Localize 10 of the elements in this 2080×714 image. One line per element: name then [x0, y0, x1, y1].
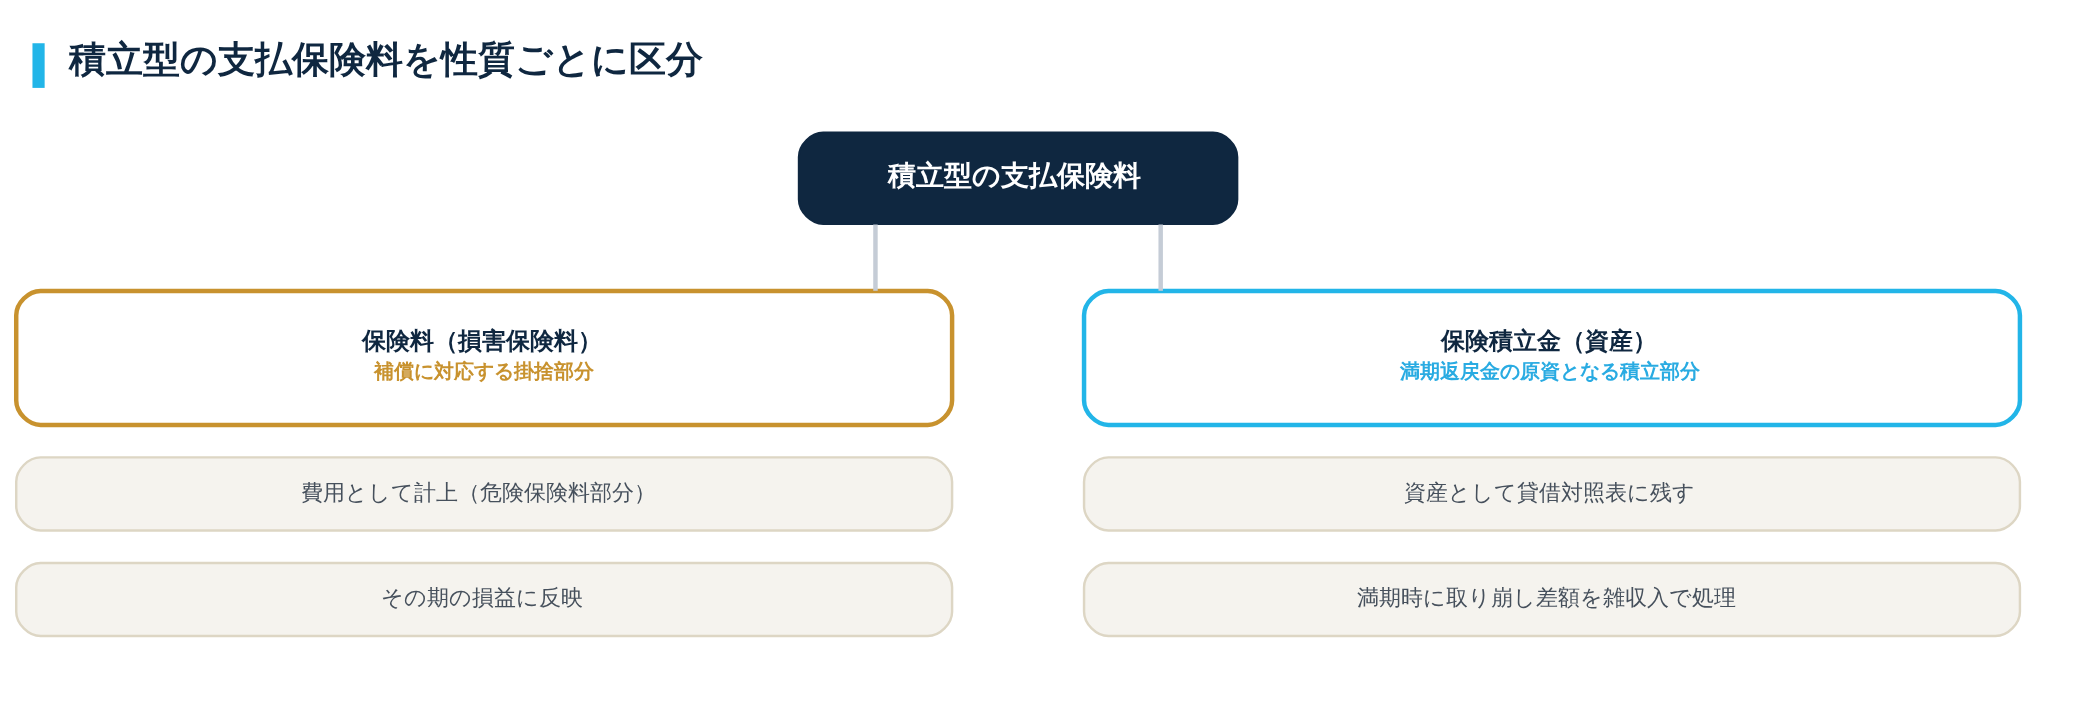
node-box: 満期時に取り崩し差額を雑収入で処理 [1082, 561, 2022, 637]
node-box: 資産として貸借対照表に残す [1082, 455, 2022, 532]
node-box: 保険料（損害保険料） 補償に対応する掛捨部分 [14, 288, 955, 427]
connector [873, 224, 878, 291]
node-box: 費用として計上（危険保険料部分） [15, 455, 954, 532]
node-box: 積立型の支払保険料 [797, 131, 1239, 225]
connector [1158, 224, 1163, 291]
node-box: その期の損益に反映 [15, 561, 954, 637]
diagram-title: 積立型の支払保険料を性質ごとに区分 [69, 37, 703, 81]
node-box: 保険積立金（資産） 満期返戻金の原資となる積立部分 [1081, 288, 2023, 427]
